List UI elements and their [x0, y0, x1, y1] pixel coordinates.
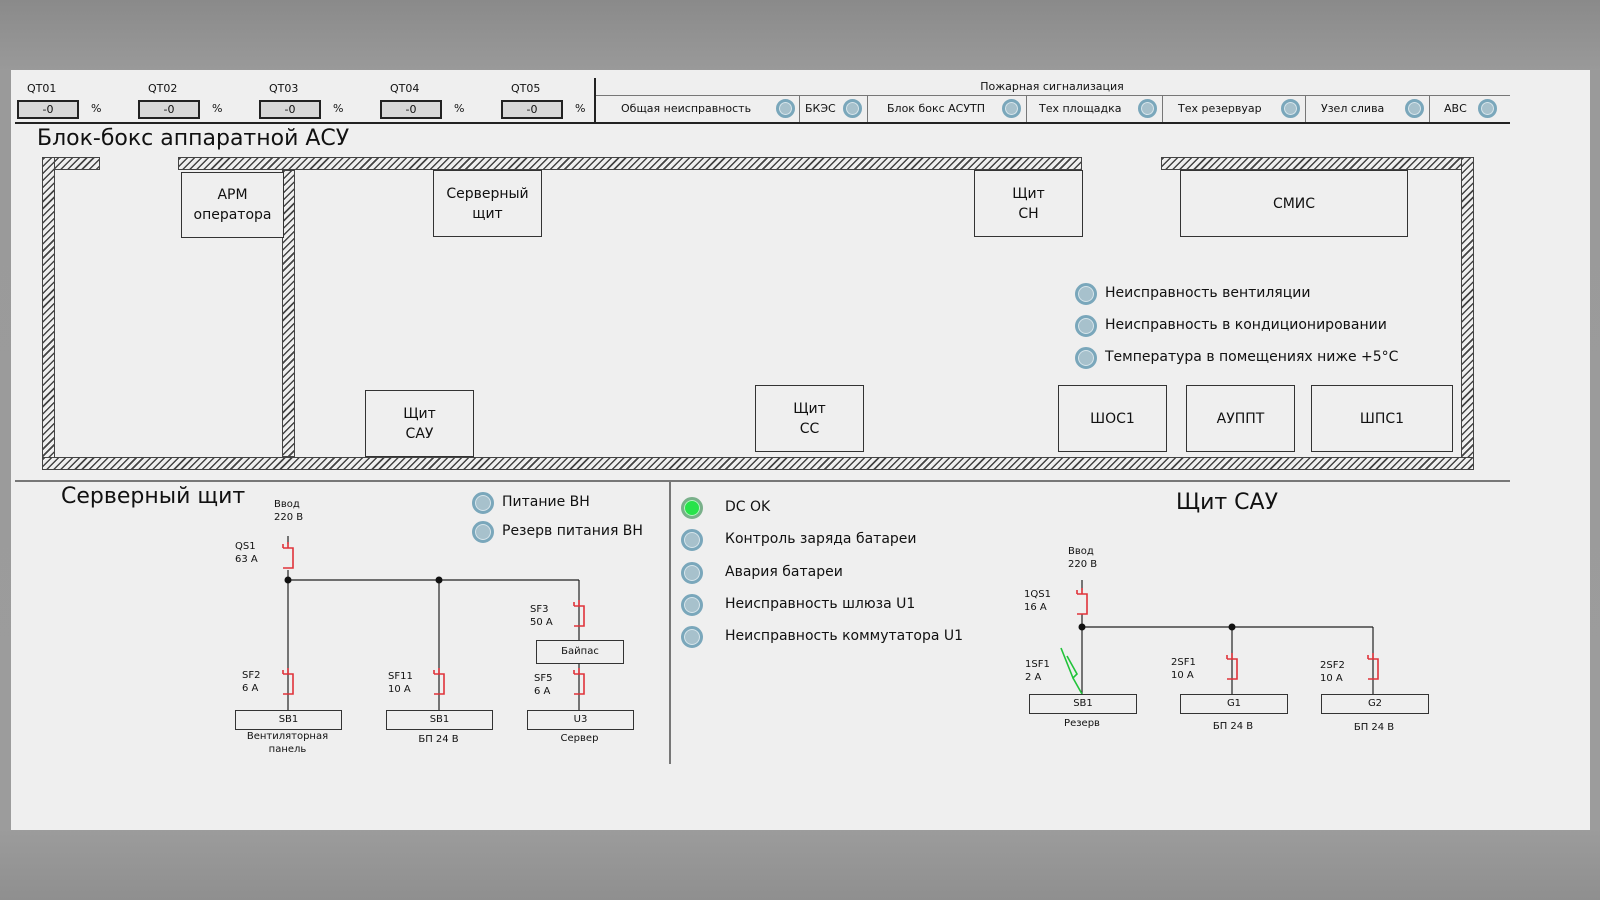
qt03-unit: % — [333, 102, 344, 115]
schematic-wires — [282, 536, 1379, 712]
sau-load-g1[interactable]: G1 — [1180, 694, 1288, 714]
cabinet-sn[interactable]: Щит СН — [974, 170, 1083, 237]
fire-asutp-indicator — [1002, 99, 1021, 118]
breaker-qs1-label: QS1 63 А — [235, 541, 258, 565]
fire-avs-indicator — [1478, 99, 1497, 118]
breaker-sf5-label: SF5 6 А — [534, 673, 553, 697]
breaker-1sf1-label: 1SF1 2 А — [1025, 659, 1050, 683]
conditioning-fault-indicator — [1075, 315, 1097, 337]
fire-bkes-indicator — [843, 99, 862, 118]
battery-alarm-label: Авария батареи — [725, 564, 843, 580]
ventilation-fault-indicator — [1075, 283, 1097, 305]
switch-fault-label: Неисправность коммутатора U1 — [725, 628, 964, 644]
dc-ok-indicator — [681, 497, 703, 519]
cabinet-aupt[interactable]: АУППТ — [1186, 385, 1295, 452]
fire-drain-indicator — [1405, 99, 1424, 118]
fire-general-fault-indicator — [776, 99, 795, 118]
sau-load-g1-caption: БП 24 В — [1212, 721, 1254, 732]
sau-load-sb1[interactable]: SB1 — [1029, 694, 1137, 714]
qt04-unit: % — [454, 102, 465, 115]
qt02-label: QT02 — [148, 82, 178, 95]
sau-panel-title: Щит САУ — [1176, 490, 1278, 515]
qt05-label: QT05 — [511, 82, 541, 95]
conditioning-fault-label: Неисправность в кондиционировании — [1105, 317, 1387, 333]
battery-charge-label: Контроль заряда батареи — [725, 531, 917, 547]
sau-load-g2[interactable]: G2 — [1321, 694, 1429, 714]
qt01-unit: % — [91, 102, 102, 115]
breaker-1qs1-label: 1QS1 16 А — [1024, 589, 1051, 613]
sau-load-sb1-caption: Резерв — [1064, 718, 1100, 729]
header-divider — [15, 122, 1510, 124]
breaker-2sf2-label: 2SF2 10 А — [1320, 660, 1345, 684]
qt03-label: QT03 — [269, 82, 299, 95]
cabinet-sau[interactable]: Щит САУ — [365, 390, 474, 457]
gateway-fault-label: Неисправность шлюза U1 — [725, 596, 916, 612]
cabinet-shos1[interactable]: ШОС1 — [1058, 385, 1167, 452]
wall-top-middle — [178, 157, 1082, 170]
qt05-value[interactable]: -0 — [501, 100, 563, 119]
fire-tech-tank-indicator — [1281, 99, 1300, 118]
qt01-value[interactable]: -0 — [17, 100, 79, 119]
low-temp-label: Температура в помещениях ниже +5°С — [1105, 349, 1399, 365]
block-box-title: Блок-бокс аппаратной АСУ — [37, 126, 350, 151]
fire-tech-site-indicator — [1138, 99, 1157, 118]
wall-bottom — [42, 457, 1474, 470]
breaker-sf11-label: SF11 10 А — [388, 671, 413, 695]
cabinet-ss[interactable]: Щит СС — [755, 385, 864, 452]
breaker-2sf1-label: 2SF1 10 А — [1171, 657, 1196, 681]
qt01-label: QT01 — [27, 82, 57, 95]
qt04-label: QT04 — [390, 82, 420, 95]
hv-power-indicator — [472, 492, 494, 514]
scada-panel: QT01 -0 % QT02 -0 % QT03 -0 % QT04 -0 % … — [11, 70, 1590, 830]
hv-reserve-indicator — [472, 521, 494, 543]
load-u3-caption: Сервер — [560, 733, 599, 744]
battery-charge-indicator — [681, 529, 703, 551]
cabinet-smis[interactable]: СМИС — [1180, 170, 1408, 237]
fire-general-fault-label: Общая неисправность — [621, 102, 752, 115]
fire-alarm-title: Пожарная сигнализация — [980, 80, 1124, 93]
fire-tech-site-label: Тех площадка — [1039, 102, 1122, 115]
bypass-button[interactable]: Байпас — [536, 640, 624, 664]
breaker-sf2-label: SF2 6 А — [242, 670, 261, 694]
fire-bkes-label: БКЭС — [805, 102, 836, 115]
sau-input-label: Ввод 220 В — [1068, 546, 1098, 570]
cabinet-server[interactable]: Серверный щит — [433, 170, 542, 237]
switch-fault-indicator — [681, 626, 703, 648]
sau-load-g2-caption: БП 24 В — [1353, 722, 1395, 733]
hv-reserve-label: Резерв питания ВН — [502, 523, 643, 539]
fire-tech-tank-label: Тех резервуар — [1178, 102, 1262, 115]
low-temp-indicator — [1075, 347, 1097, 369]
load-sb1-psu[interactable]: SB1 — [386, 710, 493, 730]
load-u3[interactable]: U3 — [527, 710, 634, 730]
fire-asutp-label: Блок бокс АСУТП — [887, 102, 986, 115]
hv-power-label: Питание ВН — [502, 494, 590, 510]
fire-drain-label: Узел слива — [1321, 102, 1385, 115]
section-vdivider — [669, 482, 671, 764]
fire-avs-label: АВС — [1444, 102, 1467, 115]
load-sb1-vent-caption: Вентиляторная панель — [246, 731, 329, 755]
qt03-value[interactable]: -0 — [259, 100, 321, 119]
ventilation-fault-label: Неисправность вентиляции — [1105, 285, 1311, 301]
server-input-label: Ввод 220 В — [274, 499, 304, 523]
fire-alarm-rule — [596, 95, 1510, 96]
qt02-unit: % — [212, 102, 223, 115]
load-sb1-psu-caption: БП 24 В — [418, 734, 459, 745]
qt04-value[interactable]: -0 — [380, 100, 442, 119]
battery-alarm-indicator — [681, 562, 703, 584]
dc-ok-label: DC OK — [725, 499, 771, 515]
cabinet-arm-operator[interactable]: АРМ оператора — [181, 172, 284, 238]
qt05-unit: % — [575, 102, 586, 115]
cabinet-shps1[interactable]: ШПС1 — [1311, 385, 1453, 452]
gateway-fault-indicator — [681, 594, 703, 616]
section-divider — [15, 480, 1510, 482]
qt02-value[interactable]: -0 — [138, 100, 200, 119]
breaker-sf3-label: SF3 50 А — [530, 604, 553, 628]
load-sb1-vent[interactable]: SB1 — [235, 710, 342, 730]
wall-partition — [282, 170, 295, 457]
server-panel-title: Серверный щит — [61, 484, 246, 509]
header-vdivider — [594, 78, 596, 124]
